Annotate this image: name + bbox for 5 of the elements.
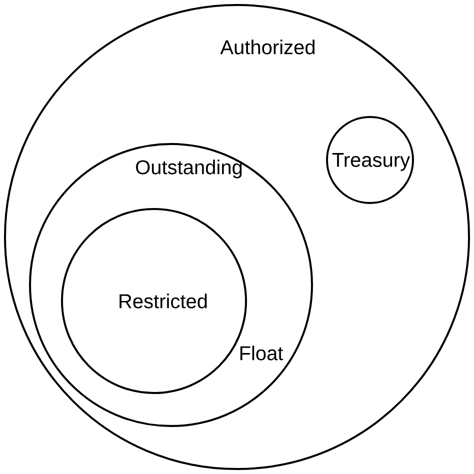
set-label: Authorized [220, 40, 314, 54]
set-label: Treasury [332, 153, 410, 171]
set-label: Outstanding [136, 160, 242, 178]
set-label: Float [240, 346, 284, 360]
set-label: Restricted [120, 294, 207, 308]
